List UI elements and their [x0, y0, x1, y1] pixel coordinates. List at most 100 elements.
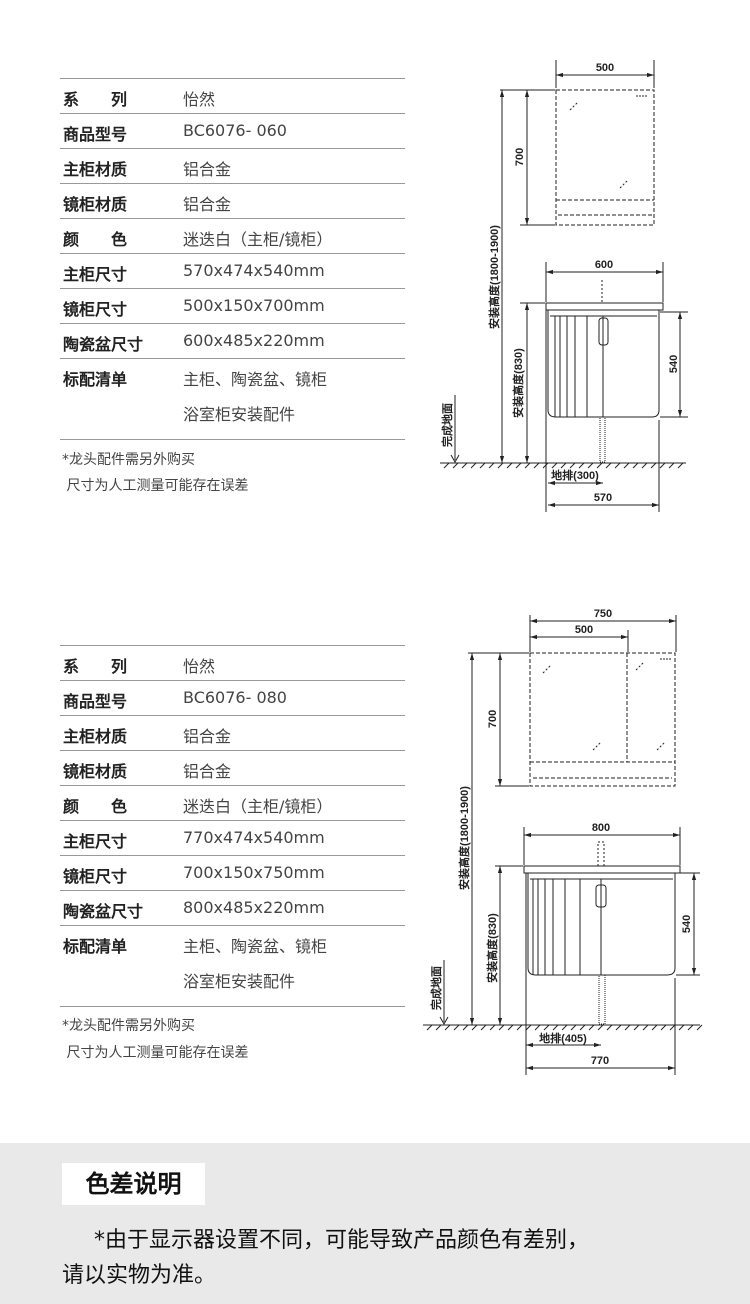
spec-label: 系 列	[63, 657, 128, 676]
spec-label: 商品型号	[63, 125, 128, 144]
spec-value: 主柜、陶瓷盆、镜柜	[183, 370, 328, 389]
spec-row-color: 颜 色迷迭白（主柜/镜柜）	[60, 218, 405, 253]
hatch-mark	[497, 462, 504, 469]
dim-mirror-height: 700	[487, 710, 499, 728]
spec-value: 600x485x220mm	[183, 331, 325, 350]
hatch-mark	[516, 1024, 523, 1031]
hatch-mark	[551, 462, 558, 469]
spec-label: 商品型号	[63, 692, 128, 711]
spec-label: 颜 色	[63, 230, 128, 249]
hatch-mark	[470, 462, 477, 469]
hatch-mark	[650, 462, 657, 469]
spec-label: 系 列	[63, 90, 128, 109]
spec-value: 迷迭白（主柜/镜柜）	[183, 797, 333, 816]
dim-mirror-height: 700	[514, 148, 526, 166]
spec-value-2: 浴室柜安装配件	[183, 972, 296, 991]
spec-row-mirror-material: 镜柜材质 铝合金	[60, 183, 405, 218]
dim-install-height-total: 安装高度(1800-1900)	[487, 225, 501, 329]
hatch-mark	[507, 1024, 514, 1031]
hatch-mark	[435, 1024, 442, 1031]
hatch-mark	[489, 1024, 496, 1031]
dim-install-height-total: 安装高度(1800-1900)	[457, 786, 471, 890]
ground-hatching	[426, 1024, 703, 1031]
dim-cabinet-height: 540	[681, 915, 693, 933]
hatch-mark	[696, 1024, 703, 1031]
hatch-mark	[462, 1024, 469, 1031]
hatch-mark	[444, 1024, 451, 1031]
hatch-mark	[678, 1024, 685, 1031]
hatch-mark	[624, 1024, 631, 1031]
spec-row-package: 标配清单主柜、陶瓷盆、镜柜浴室柜安装配件	[60, 925, 405, 1006]
note-faucet: *龙头配件需另外购买	[62, 1018, 195, 1034]
spec-value: 铝合金	[183, 195, 232, 214]
spec-label: 标配清单	[63, 937, 128, 956]
dim-basin-width: 600	[595, 259, 613, 271]
door-handle	[595, 884, 607, 908]
hatch-mark	[669, 1024, 676, 1031]
basin	[523, 865, 681, 874]
dim-mirror-total-width: 750	[594, 608, 612, 620]
mirror-cabinet	[555, 89, 655, 226]
door-handle	[598, 317, 609, 346]
hatch-mark	[524, 462, 531, 469]
note-measure: 尺寸为人工测量可能存在误差	[62, 1045, 249, 1061]
hatch-mark	[426, 1024, 433, 1031]
hatch-mark	[453, 1024, 460, 1031]
spec-row-basin-size: 陶瓷盆尺寸 600x485x220mm	[60, 323, 405, 358]
hatch-mark	[488, 462, 495, 469]
spec-value: 怡然	[183, 90, 216, 109]
ground-hatching	[443, 462, 684, 469]
hatch-mark	[588, 1024, 595, 1031]
spec-value: 500x150x700mm	[183, 296, 325, 315]
spec-row-series: 系 列 怡然	[60, 78, 405, 113]
hatch-mark	[498, 1024, 505, 1031]
hatch-mark	[596, 462, 603, 469]
hatch-mark	[578, 462, 585, 469]
spec-label: 主柜材质	[63, 160, 128, 179]
hatch-mark	[651, 1024, 658, 1031]
spec-label: 陶瓷盆尺寸	[63, 335, 144, 354]
spec-row-cabinet-material: 主柜材质铝合金	[60, 715, 405, 750]
spec-value: 铝合金	[183, 160, 232, 179]
spec-label: 主柜尺寸	[63, 265, 128, 284]
divider	[60, 1006, 405, 1008]
hatch-mark	[660, 1024, 667, 1031]
hatch-mark	[633, 1024, 640, 1031]
hatch-mark	[614, 462, 621, 469]
dim-drain: 地排(405)	[539, 1031, 587, 1045]
spec-label: 镜柜材质	[63, 762, 128, 781]
spec-row-cabinet-size: 主柜尺寸 570x474x540mm	[60, 253, 405, 288]
color-notice-title: 色差说明	[62, 1163, 205, 1205]
basin	[545, 302, 664, 311]
hatch-mark	[687, 1024, 694, 1031]
spec-value: 570x474x540mm	[183, 261, 325, 280]
spec-label: 镜柜尺寸	[63, 867, 128, 886]
dim-install-height-basin: 安装高度(830)	[485, 913, 499, 983]
spec-label: 镜柜尺寸	[63, 300, 128, 319]
spec-label: 陶瓷盆尺寸	[63, 902, 144, 921]
hatch-mark	[632, 462, 639, 469]
divider	[60, 439, 405, 441]
hatch-mark	[587, 462, 594, 469]
spec-label: 镜柜材质	[63, 195, 128, 214]
spec-value: 700x150x750mm	[183, 863, 325, 882]
drain-pipe	[598, 974, 606, 1025]
color-notice-section: 色差说明 *由于显示器设置不同，可能导致产品颜色有差别， 请以实物为准。	[0, 1143, 750, 1304]
spec-row-mirror-size: 镜柜尺寸 700x150x750mm	[60, 855, 405, 890]
hatch-mark	[515, 462, 522, 469]
spec-label: 颜 色	[63, 797, 128, 816]
hatch-mark	[641, 462, 648, 469]
spec-label: 标配清单	[63, 370, 128, 389]
dimension-labels-1: 500 700 安装高度(1800-1900) 600 安装高度(830) 54…	[440, 62, 680, 504]
hatch-mark	[480, 1024, 487, 1031]
drain-pipe	[599, 416, 606, 463]
dimension-labels-2: 750 500 700 安装高度(1800-1900) 800 安装高度(830…	[429, 608, 693, 1067]
dim-mirror-width: 500	[575, 624, 593, 636]
hatch-mark	[533, 462, 540, 469]
note-measure: 尺寸为人工测量可能存在误差	[62, 478, 249, 494]
hatch-mark	[659, 462, 666, 469]
hatch-mark	[471, 1024, 478, 1031]
